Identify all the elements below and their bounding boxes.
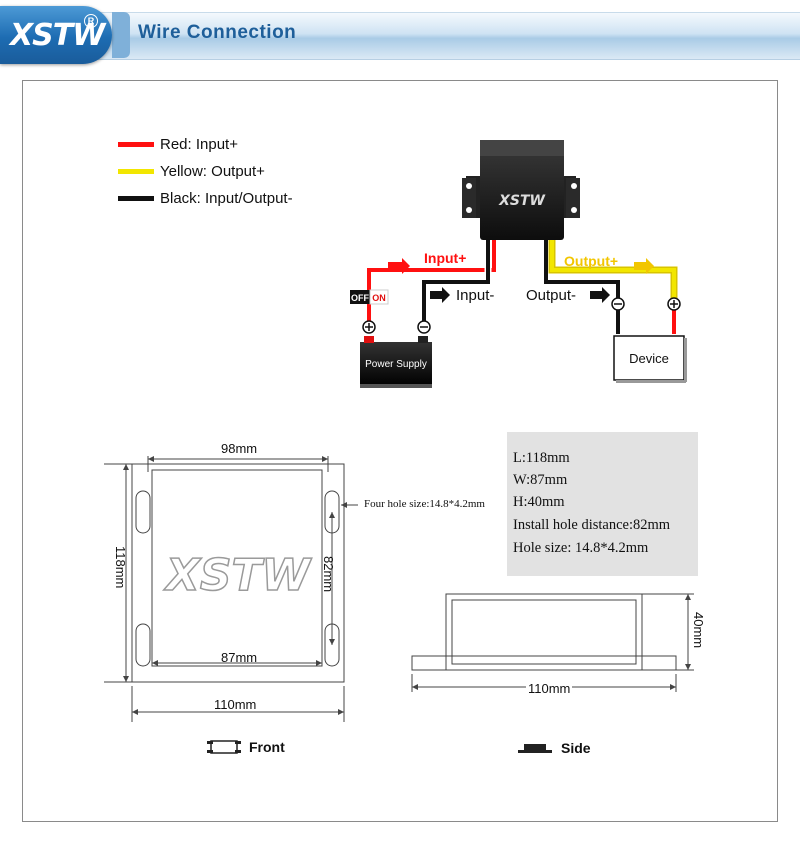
spec-height: H:40mm <box>513 494 565 510</box>
yellow-wire-swatch <box>118 168 154 174</box>
switch-off-label: OFF <box>351 293 369 303</box>
red-wire-swatch <box>118 141 154 147</box>
legend-label: Yellow: Output+ <box>160 162 265 180</box>
front-logo: XSTW <box>163 550 313 601</box>
dimension-width-bottom: 110mm <box>214 697 257 712</box>
side-caption: Side <box>561 740 591 756</box>
header-bar <box>0 12 800 60</box>
specs-panel: L:118mm W:87mm H:40mm Install hole dista… <box>507 432 698 576</box>
front-caption: Front <box>249 739 285 755</box>
side-arrowheads <box>412 594 691 690</box>
legend-item-yellow: Yellow: Output+ <box>118 161 265 181</box>
hole-size-note: Four hole size:14.8*4.2mm <box>364 498 485 510</box>
spec-install-hole-distance: Install hole distance:82mm <box>513 517 671 533</box>
spec-width: W:87mm <box>513 472 568 488</box>
spec-hole-size: Hole size: 14.8*4.2mm <box>513 540 649 556</box>
dimension-height: 118mm <box>113 546 128 589</box>
side-height-dimension: 40mm <box>691 612 706 649</box>
brand-logo: XSTW R <box>0 6 112 64</box>
power-supply-icon: Power Supply <box>360 336 432 388</box>
dimension-width-inner: 87mm <box>221 650 258 665</box>
header: XSTW R Wire Connection <box>0 0 800 72</box>
legend-label: Black: Input/Output- <box>160 189 293 207</box>
side-view-drawing <box>411 593 694 692</box>
terminal-icons <box>362 297 681 334</box>
switch-on-label: ON <box>372 293 386 303</box>
power-supply-label: Power Supply <box>365 359 427 370</box>
black-wire-output <box>542 240 622 303</box>
registered-mark: R <box>84 14 98 28</box>
dimension-arrowheads <box>123 456 347 715</box>
dimension-width-top: 98mm <box>221 441 258 456</box>
dimension-hole-distance: 82mm <box>321 556 336 593</box>
title-cap <box>112 12 130 58</box>
side-view-icon <box>518 744 552 753</box>
spec-length: L:118mm <box>513 450 570 466</box>
output-minus-label: Output- <box>526 287 577 304</box>
module-logo: XSTW <box>498 193 545 209</box>
input-minus-label: Input- <box>456 287 495 304</box>
front-view-icon <box>207 740 241 754</box>
legend-label: Red: Input+ <box>160 135 238 153</box>
page-title: Wire Connection <box>138 22 297 43</box>
converter-module: XSTW <box>462 140 580 240</box>
device-box: Device <box>613 335 687 383</box>
front-view-drawing <box>104 456 358 722</box>
black-wire-input <box>420 240 492 324</box>
yellow-wire <box>548 240 678 334</box>
black-wire-swatch <box>118 195 154 201</box>
power-switch[interactable]: OFF ON <box>350 289 389 305</box>
output-plus-label: Output+ <box>564 253 619 269</box>
content-frame <box>22 80 778 822</box>
legend-item-red: Red: Input+ <box>118 134 238 154</box>
side-width-dimension: 110mm <box>526 681 573 696</box>
input-plus-label: Input+ <box>424 250 467 266</box>
legend-item-black: Black: Input/Output- <box>118 188 293 208</box>
device-label: Device <box>629 351 669 366</box>
